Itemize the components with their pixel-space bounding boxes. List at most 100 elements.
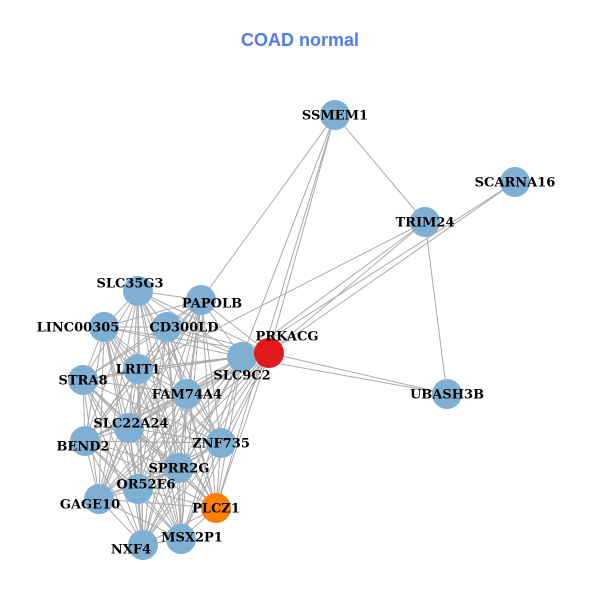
edge-prkacg-nxf4 <box>142 352 270 546</box>
node-slc35g3[interactable] <box>123 276 153 306</box>
edge-linc00305-znf735 <box>103 326 222 444</box>
node-ssmem1[interactable] <box>320 100 350 130</box>
node-label-gage10: GAGE10 <box>60 498 120 513</box>
node-cd300ld[interactable] <box>152 312 182 342</box>
node-znf735[interactable] <box>206 428 236 458</box>
chart-title: COAD normal <box>240 30 359 50</box>
node-sprr2g[interactable] <box>164 453 194 483</box>
edge-trim24-lrit1 <box>137 221 426 370</box>
node-label-plcz1: PLCZ1 <box>192 502 240 517</box>
edge-trim24-prkacg <box>268 221 426 354</box>
edge-cd300ld-gage10 <box>98 326 168 500</box>
node-label-linc00305: LINC00305 <box>37 321 120 336</box>
edge-znf735-msx2p1 <box>180 442 222 540</box>
edge-prkacg-or52e6 <box>137 352 270 490</box>
edge-ssmem1-papolb <box>200 114 336 301</box>
edge-linc00305-sprr2g <box>103 326 180 469</box>
edge-stra8-or52e6 <box>82 379 139 490</box>
edge-znf735-nxf4 <box>142 442 222 546</box>
edge-papolb-linc00305 <box>103 299 202 328</box>
node-label-ssmem1: SSMEM1 <box>302 109 368 124</box>
edge-prkacg-znf735 <box>220 352 270 444</box>
edge-bend2-sprr2g <box>84 440 180 469</box>
node-nxf4[interactable] <box>128 530 158 560</box>
node-label-stra8: STRA8 <box>59 374 108 389</box>
node-or52e6[interactable] <box>123 474 153 504</box>
edge-slc35g3-bend2 <box>84 290 139 442</box>
edge-ssmem1-slc9c2 <box>241 114 336 358</box>
edge-trim24-slc9c2 <box>241 221 426 358</box>
node-label-trim24: TRIM24 <box>395 216 454 231</box>
node-bend2[interactable] <box>70 426 100 456</box>
node-lrit1[interactable] <box>123 354 153 384</box>
node-plcz1[interactable] <box>201 493 231 523</box>
node-label-slc35g3: SLC35G3 <box>96 277 163 292</box>
edge-ubash3b-prkacg <box>268 352 448 395</box>
node-stra8[interactable] <box>68 365 98 395</box>
edge-cd300ld-stra8 <box>82 326 168 381</box>
edge-stra8-znf735 <box>82 379 222 444</box>
edge-scarna16-slc9c2 <box>241 181 516 358</box>
edge-slc9c2-sprr2g <box>178 356 243 469</box>
nodes-layer <box>68 100 530 560</box>
node-label-or52e6: OR52E6 <box>116 478 175 493</box>
edge-papolb-msx2p1 <box>180 299 202 540</box>
edge-bend2-plcz1 <box>84 440 217 509</box>
node-gage10[interactable] <box>84 484 114 514</box>
node-label-cd300ld: CD300LD <box>149 321 218 336</box>
node-slc22a24[interactable] <box>114 413 144 443</box>
edge-stra8-fam74a4 <box>82 379 188 395</box>
edge-papolb-znf735 <box>200 299 222 444</box>
edge-slc35g3-znf735 <box>137 290 222 444</box>
node-msx2p1[interactable] <box>166 524 196 554</box>
edge-linc00305-plcz1 <box>103 326 217 509</box>
edge-prkacg-plcz1 <box>215 352 270 509</box>
edge-slc22a24-msx2p1 <box>128 427 182 540</box>
edge-fam74a4-gage10 <box>98 393 188 500</box>
node-papolb[interactable] <box>186 285 216 315</box>
edge-bend2-znf735 <box>84 440 222 444</box>
edge-papolb-gage10 <box>98 299 202 500</box>
node-label-prkacg: PRKACG <box>256 330 319 345</box>
edge-linc00305-or52e6 <box>103 326 139 490</box>
edge-papolb-plcz1 <box>200 299 217 509</box>
edge-slc9c2-linc00305 <box>103 326 243 358</box>
node-label-fam74a4: FAM74A4 <box>152 388 222 403</box>
node-linc00305[interactable] <box>89 312 119 342</box>
edge-stra8-nxf4 <box>82 379 144 546</box>
edge-slc22a24-znf735 <box>128 427 222 444</box>
node-label-bend2: BEND2 <box>56 440 109 455</box>
edge-fam74a4-plcz1 <box>186 393 217 509</box>
edge-cd300ld-or52e6 <box>137 326 168 490</box>
node-label-nxf4: NXF4 <box>111 543 151 558</box>
edge-ssmem1-prkacg <box>268 114 336 354</box>
node-slc9c2[interactable] <box>227 342 257 372</box>
edge-papolb-or52e6 <box>137 299 202 490</box>
node-label-msx2p1: MSX2P1 <box>161 531 223 546</box>
edge-gage10-plcz1 <box>98 498 217 509</box>
edge-lrit1-plcz1 <box>137 368 217 509</box>
node-scarna16[interactable] <box>500 167 530 197</box>
node-label-slc9c2: SLC9C2 <box>213 369 270 384</box>
node-label-znf735: ZNF735 <box>192 437 250 452</box>
edge-fam74a4-or52e6 <box>137 393 188 490</box>
edge-scarna16-prkacg <box>268 181 516 354</box>
node-ubash3b[interactable] <box>432 379 462 409</box>
edge-linc00305-gage10 <box>98 326 105 500</box>
node-label-sprr2g: SPRR2G <box>149 462 210 477</box>
node-prkacg[interactable] <box>254 338 284 368</box>
node-fam74a4[interactable] <box>172 379 202 409</box>
node-label-slc22a24: SLC22A24 <box>93 417 168 432</box>
node-label-lrit1: LRIT1 <box>116 363 161 378</box>
edge-lrit1-sprr2g <box>137 368 180 469</box>
node-label-ubash3b: UBASH3B <box>410 388 484 403</box>
node-label-papolb: PAPOLB <box>182 297 242 312</box>
edge-znf735-gage10 <box>98 442 222 500</box>
node-trim24[interactable] <box>410 207 440 237</box>
node-label-scarna16: SCARNA16 <box>475 176 556 191</box>
edge-prkacg-sprr2g <box>178 352 270 469</box>
edge-trim24-ubash3b <box>424 221 448 395</box>
